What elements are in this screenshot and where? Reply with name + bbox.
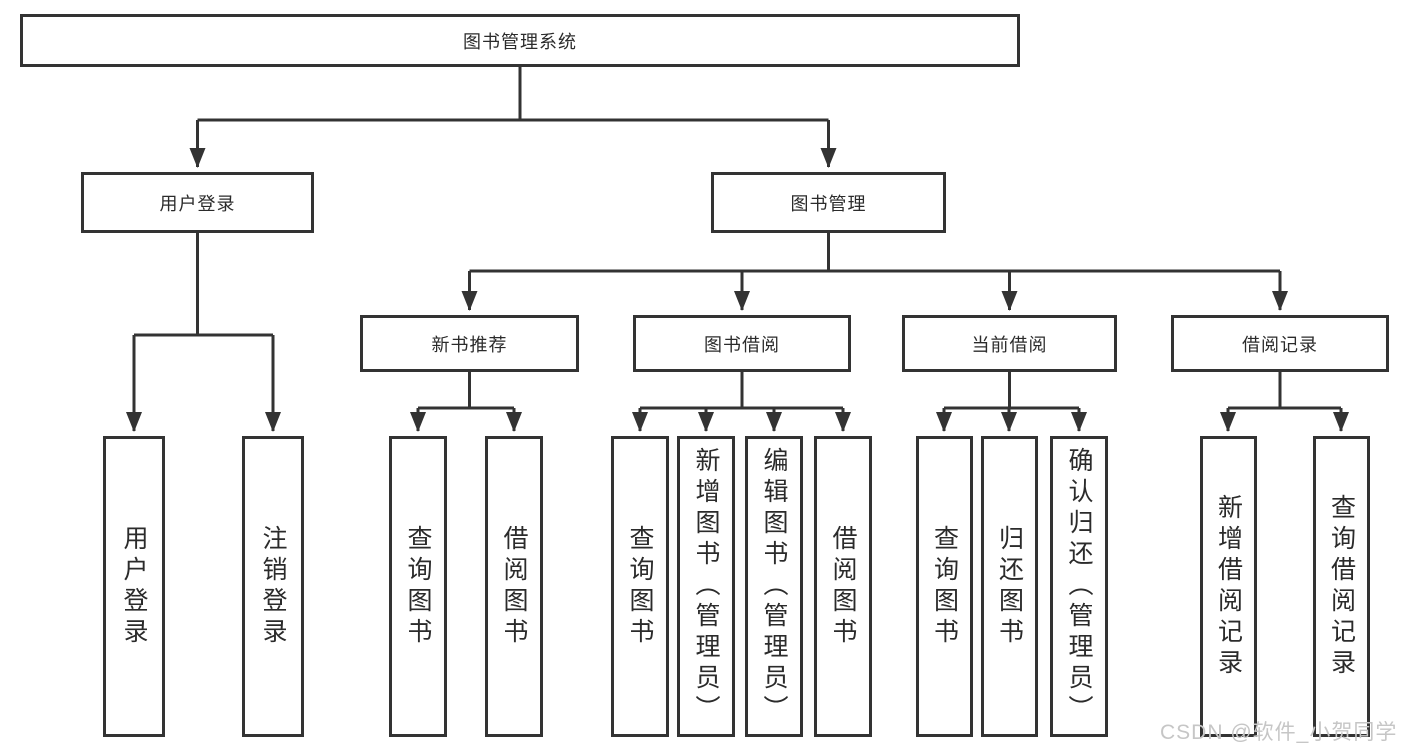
node-new-book-recommend-label: 新书推荐 (431, 334, 508, 355)
node-new-book-recommend: 新书推荐 (360, 315, 579, 372)
leaf-logout: 注销登录 (242, 436, 304, 737)
leaf-borrow-query-books-label: 查询图书 (626, 524, 654, 649)
leaf-recommend-query-books-label: 查询图书 (404, 524, 432, 649)
leaf-records-query-record-label: 查询借阅记录 (1327, 493, 1356, 680)
leaf-records-query-record: 查询借阅记录 (1313, 436, 1370, 737)
leaf-records-add-record-label: 新增借阅记录 (1214, 493, 1243, 680)
leaf-borrow-add-books-admin: 新增图书（管理员） (677, 436, 735, 737)
node-book-management: 图书管理 (711, 172, 946, 233)
leaf-current-query-books: 查询图书 (916, 436, 973, 737)
leaf-current-return-books-label: 归还图书 (995, 524, 1024, 649)
leaf-borrow-query-books: 查询图书 (611, 436, 669, 737)
node-root-label: 图书管理系统 (463, 31, 577, 52)
leaf-borrow-add-books-admin-label: 新增图书（管理员） (692, 447, 720, 726)
node-borrow-records-label: 借阅记录 (1242, 334, 1318, 355)
leaf-current-return-books: 归还图书 (981, 436, 1038, 737)
leaf-recommend-borrow-books: 借阅图书 (485, 436, 543, 737)
leaf-current-confirm-return-admin: 确认归还（管理员） (1050, 436, 1108, 737)
leaf-current-query-books-label: 查询图书 (930, 524, 959, 649)
leaf-borrow-edit-books-admin-label: 编辑图书（管理员） (760, 447, 788, 726)
node-current-borrow-label: 当前借阅 (971, 334, 1048, 355)
node-borrow-records: 借阅记录 (1171, 315, 1389, 372)
csdn-watermark: CSDN @软件_小贺同学 (1160, 721, 1398, 744)
node-current-borrow: 当前借阅 (902, 315, 1117, 372)
node-user-login-label: 用户登录 (159, 193, 236, 214)
leaf-logout-label: 注销登录 (259, 524, 287, 649)
leaf-borrow-borrow-books: 借阅图书 (814, 436, 872, 737)
node-root: 图书管理系统 (20, 14, 1020, 67)
leaf-borrow-edit-books-admin: 编辑图书（管理员） (745, 436, 803, 737)
node-book-borrow: 图书借阅 (633, 315, 851, 372)
leaf-borrow-borrow-books-label: 借阅图书 (829, 524, 857, 649)
leaf-recommend-query-books: 查询图书 (389, 436, 447, 737)
leaf-current-confirm-return-admin-label: 确认归还（管理员） (1065, 447, 1093, 726)
leaf-recommend-borrow-books-label: 借阅图书 (500, 524, 528, 649)
node-book-borrow-label: 图书借阅 (704, 334, 780, 355)
leaf-user-login-label: 用户登录 (120, 524, 148, 649)
node-book-management-label: 图书管理 (790, 193, 867, 214)
node-user-login: 用户登录 (81, 172, 314, 233)
leaf-records-add-record: 新增借阅记录 (1200, 436, 1257, 737)
leaf-user-login: 用户登录 (103, 436, 165, 737)
